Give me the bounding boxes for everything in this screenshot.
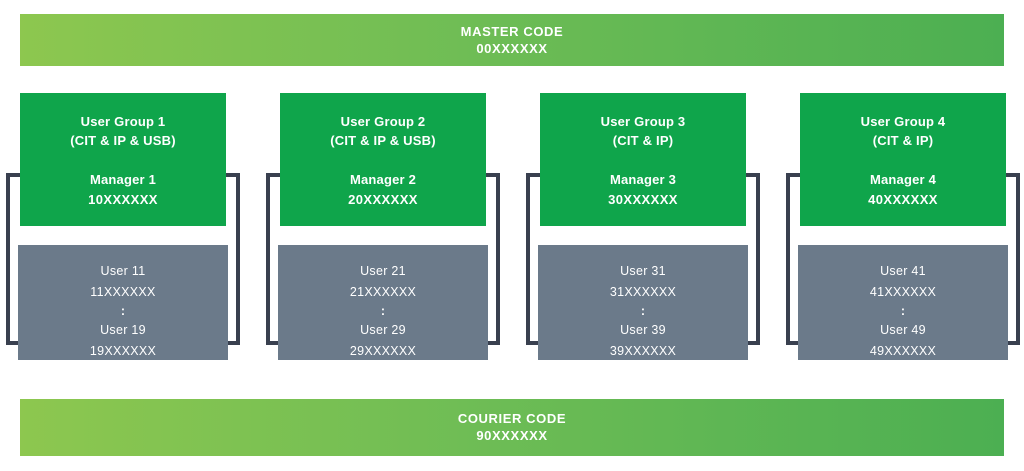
user-last-code-2: 29XXXXXX xyxy=(349,344,417,358)
user-last-code-3: 39XXXXXX xyxy=(609,344,677,358)
group-name-3: User Group 3 xyxy=(600,114,686,129)
user-first-name-1: User 11 xyxy=(100,264,146,278)
manager-box-1[interactable]: User Group 1 (CIT & IP & USB) Manager 1 … xyxy=(20,93,226,226)
user-range-ellipsis-1: : xyxy=(120,304,126,318)
user-group-column-1: User Group 1 (CIT & IP & USB) Manager 1 … xyxy=(6,93,240,363)
master-code-title: MASTER CODE xyxy=(460,23,564,39)
manager-name-2: Manager 2 xyxy=(349,172,417,187)
manager-name-1: Manager 1 xyxy=(89,172,157,187)
group-scope-2: (CIT & IP & USB) xyxy=(330,133,436,148)
manager-spacer-4 xyxy=(800,150,1006,170)
manager-name-3: Manager 3 xyxy=(609,172,677,187)
user-group-column-2: User Group 2 (CIT & IP & USB) Manager 2 … xyxy=(266,93,500,363)
group-scope-1: (CIT & IP & USB) xyxy=(70,133,176,148)
users-box-4[interactable]: User 41 41XXXXXX : User 49 49XXXXXX xyxy=(798,245,1008,360)
master-code-bar: MASTER CODE 00XXXXXX xyxy=(20,14,1004,66)
user-last-code-4: 49XXXXXX xyxy=(869,344,937,358)
courier-code-title: COURIER CODE xyxy=(457,411,567,426)
users-box-2[interactable]: User 21 21XXXXXX : User 29 29XXXXXX xyxy=(278,245,488,360)
manager-code-2: 20XXXXXX xyxy=(348,192,418,207)
user-group-column-3: User Group 3 (CIT & IP) Manager 3 30XXXX… xyxy=(526,93,760,363)
courier-code-bar: COURIER CODE 90XXXXXX xyxy=(20,399,1004,456)
manager-code-4: 40XXXXXX xyxy=(868,192,938,207)
user-first-code-1: 11XXXXXX xyxy=(90,285,156,299)
users-box-1[interactable]: User 11 11XXXXXX : User 19 19XXXXXX xyxy=(18,245,228,360)
user-last-name-4: User 49 xyxy=(880,323,926,337)
user-first-code-3: 31XXXXXX xyxy=(609,285,677,299)
group-name-4: User Group 4 xyxy=(860,114,946,129)
manager-box-2[interactable]: User Group 2 (CIT & IP & USB) Manager 2 … xyxy=(280,93,486,226)
user-first-name-3: User 31 xyxy=(620,264,666,278)
manager-spacer-2 xyxy=(280,150,486,170)
user-range-ellipsis-4: : xyxy=(900,304,906,318)
user-last-code-1: 19XXXXXX xyxy=(89,344,157,358)
users-box-3[interactable]: User 31 31XXXXXX : User 39 39XXXXXX xyxy=(538,245,748,360)
user-last-name-3: User 39 xyxy=(620,323,666,337)
group-scope-4: (CIT & IP) xyxy=(872,133,934,148)
user-last-name-1: User 19 xyxy=(100,323,146,337)
group-name-2: User Group 2 xyxy=(340,114,426,129)
user-first-code-2: 21XXXXXX xyxy=(349,285,417,299)
master-code-value: 00XXXXXX xyxy=(476,40,548,56)
manager-spacer-3 xyxy=(540,150,746,170)
courier-code-value: 90XXXXXX xyxy=(476,428,548,443)
user-range-ellipsis-2: : xyxy=(380,304,386,318)
group-scope-3: (CIT & IP) xyxy=(612,133,674,148)
group-name-1: User Group 1 xyxy=(80,114,166,129)
user-first-code-4: 41XXXXXX xyxy=(869,285,937,299)
manager-code-1: 10XXXXXX xyxy=(88,192,158,207)
user-first-name-4: User 41 xyxy=(880,264,926,278)
manager-spacer-1 xyxy=(20,150,226,170)
manager-box-4[interactable]: User Group 4 (CIT & IP) Manager 4 40XXXX… xyxy=(800,93,1006,226)
manager-name-4: Manager 4 xyxy=(869,172,937,187)
manager-code-3: 30XXXXXX xyxy=(608,192,678,207)
user-last-name-2: User 29 xyxy=(360,323,406,337)
manager-box-3[interactable]: User Group 3 (CIT & IP) Manager 3 30XXXX… xyxy=(540,93,746,226)
user-first-name-2: User 21 xyxy=(360,264,406,278)
user-group-column-4: User Group 4 (CIT & IP) Manager 4 40XXXX… xyxy=(786,93,1020,363)
user-range-ellipsis-3: : xyxy=(640,304,646,318)
